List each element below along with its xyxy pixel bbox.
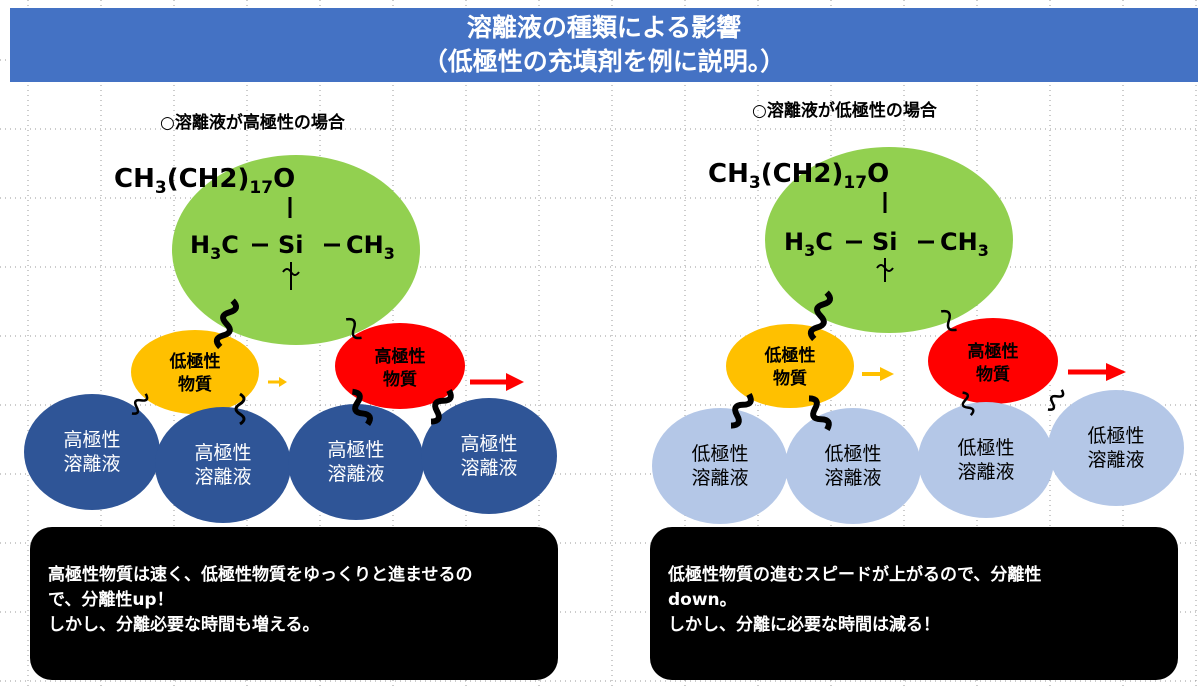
low-polarity-molecule-left <box>131 330 259 414</box>
interaction-squiggle <box>430 388 454 425</box>
high-polarity-molecule-right-line2: 物質 <box>976 364 1010 385</box>
interaction-squiggle <box>807 290 834 342</box>
stationary-phase-left <box>172 155 420 345</box>
solvent-left-4 <box>421 398 557 514</box>
solvent-left-3 <box>288 404 424 520</box>
svg-text:Si: Si <box>278 231 304 259</box>
interaction-squiggle <box>1047 389 1065 411</box>
right-panel-heading: ○溶離液が低極性の場合 <box>752 100 938 121</box>
left-explanation-box: 高極性物質は速く、低極性物質をゆっくりと進ませるの で、分離性up！ しかし、分… <box>30 527 558 680</box>
interaction-squiggle <box>351 388 373 426</box>
solvent-right-1 <box>652 408 788 524</box>
solvent-left-4-line1: 高極性 <box>460 433 517 455</box>
solvent-right-4-line1: 低極性 <box>1087 425 1144 447</box>
solvent-right-1-line1: 低極性 <box>691 443 748 465</box>
high-polarity-molecule-left <box>335 323 465 409</box>
low-polarity-molecule-left-line1: 低極性 <box>169 351 221 372</box>
high-polarity-molecule-left-line2: 物質 <box>383 369 417 390</box>
right-note-line-3: しかし、分離に必要な時間は減る！ <box>668 615 940 635</box>
title-line-2: （低極性の充填剤を例に説明。） <box>422 47 786 76</box>
left-note-line-3: しかし、分離必要な時間も増える。 <box>48 615 320 635</box>
right-explanation-box: 低極性物質の進むスピードが上がるので、分離性 down。 しかし、分離に必要な時… <box>650 527 1178 680</box>
interaction-squiggle <box>234 392 246 426</box>
solvent-left-2-line2: 溶離液 <box>194 466 251 488</box>
svg-text:CH3(CH2)17O: CH3(CH2)17O <box>708 159 889 193</box>
right-panel: ○溶離液が低極性の場合 CH3(CH2)17O H3C Si CH3 低極性 物… <box>652 100 1184 524</box>
right-note-line-1: 低極性物質の進むスピードが上がるので、分離性 <box>668 565 1042 585</box>
solvent-right-2-line2: 溶離液 <box>824 467 881 489</box>
low-polarity-molecule-right <box>726 324 854 408</box>
solvent-right-4-line2: 溶離液 <box>1087 449 1144 471</box>
slow-arrow-left <box>268 377 287 387</box>
interaction-squiggle <box>730 392 754 429</box>
solvent-left-1 <box>24 394 160 510</box>
svg-text:H3C: H3C <box>190 231 239 263</box>
solvent-left-1-line2: 溶離液 <box>63 453 120 475</box>
solvent-right-3-line2: 溶離液 <box>957 461 1014 483</box>
solvent-left-2 <box>155 407 291 523</box>
low-polarity-molecule-right-line2: 物質 <box>773 368 807 389</box>
fast-arrow-left <box>470 373 524 391</box>
low-polarity-molecule-left-line2: 物質 <box>178 374 212 395</box>
ligand-formula-right: CH3(CH2)17O H3C Si CH3 <box>708 159 989 282</box>
solvent-left-3-line1: 高極性 <box>327 439 384 461</box>
right-note-line-2: down。 <box>668 590 737 610</box>
interaction-squiggle <box>131 393 149 415</box>
svg-text:CH3(CH2)17O: CH3(CH2)17O <box>114 164 295 198</box>
left-panel: ○溶離液が高極性の場合 CH3(CH2)17O H3C Si CH3 低極性 物… <box>24 112 557 523</box>
high-polarity-molecule-right-line1: 高極性 <box>968 341 1019 362</box>
high-polarity-molecule-left-line1: 高極性 <box>375 346 426 367</box>
solvent-right-1-line2: 溶離液 <box>691 467 748 489</box>
solvent-left-2-line1: 高極性 <box>194 442 251 464</box>
ligand-formula-left: CH3(CH2)17O H3C Si CH3 <box>114 164 395 290</box>
high-polarity-molecule-right <box>928 318 1058 404</box>
solvent-right-4 <box>1048 390 1184 506</box>
svg-text:Si: Si <box>872 228 898 256</box>
interaction-squiggle <box>808 395 832 432</box>
svg-text:CH3: CH3 <box>940 228 989 260</box>
svg-text:H3C: H3C <box>784 228 833 260</box>
low-polarity-molecule-right-line1: 低極性 <box>764 345 816 366</box>
svg-text:CH3: CH3 <box>346 231 395 263</box>
solvent-right-2 <box>785 408 921 524</box>
interaction-squiggle <box>940 309 957 332</box>
interaction-squiggle <box>213 298 240 350</box>
solvent-left-3-line2: 溶離液 <box>327 463 384 485</box>
solvent-left-4-line2: 溶離液 <box>460 457 517 479</box>
interaction-squiggle <box>345 317 362 340</box>
title-line-1: 溶離液の種類による影響 <box>466 13 742 42</box>
solvent-right-3 <box>918 402 1054 518</box>
stationary-phase-right <box>765 147 1013 333</box>
left-note-line-2: で、分離性up！ <box>48 590 174 610</box>
left-note-line-1: 高極性物質は速く、低極性物質をゆっくりと進ませるの <box>48 565 473 585</box>
solvent-right-2-line1: 低極性 <box>824 443 881 465</box>
interaction-squiggle <box>961 391 975 417</box>
slow-arrow-right <box>862 367 894 381</box>
fast-arrow-right <box>1068 363 1126 381</box>
title-banner: 溶離液の種類による影響 （低極性の充填剤を例に説明。） <box>10 8 1198 82</box>
solvent-left-1-line1: 高極性 <box>63 429 120 451</box>
left-panel-heading: ○溶離液が高極性の場合 <box>160 112 346 133</box>
solvent-right-3-line1: 低極性 <box>957 437 1014 459</box>
